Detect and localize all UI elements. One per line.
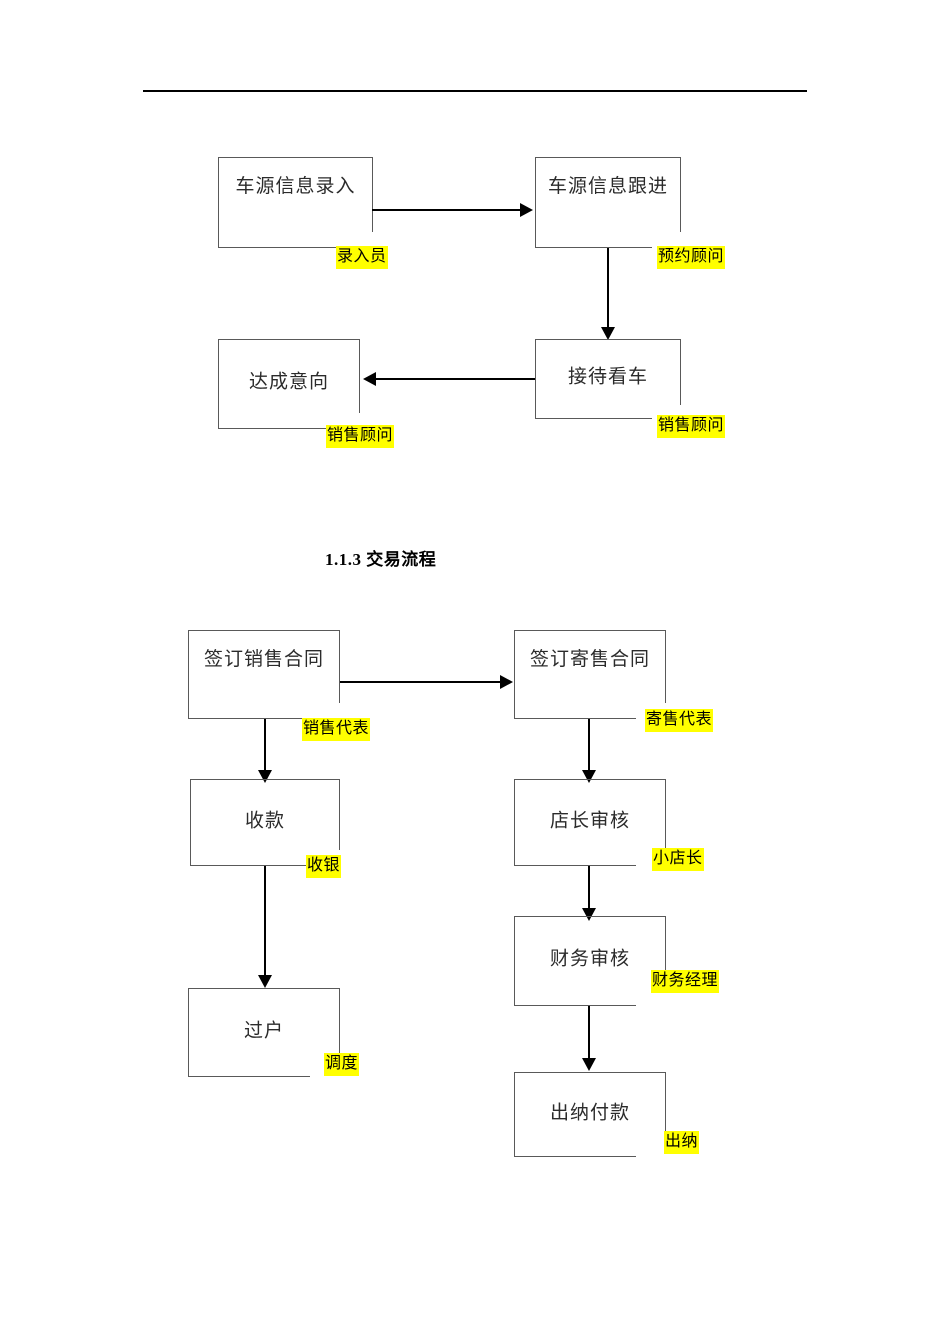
connector-consignment-to-store-review	[588, 719, 590, 777]
role-tag-store-manager-review: 小店长	[652, 848, 704, 871]
box-edge-right	[371, 157, 373, 232]
box-edge-left	[535, 339, 537, 419]
arrowhead-followup-to-reception	[601, 327, 615, 340]
role-tag-reach-intent: 销售顾问	[326, 425, 395, 448]
arrowhead-payment-to-transfer	[258, 975, 272, 988]
connector-entry-to-followup	[372, 209, 522, 211]
flow-box-store-manager-review[interactable]: 店长审核	[514, 779, 666, 866]
connector-sales-contract-to-payment	[264, 719, 266, 777]
flow-box-label: 车源信息跟进	[547, 176, 668, 197]
box-edge-left	[514, 779, 516, 866]
box-edge-top	[218, 157, 373, 159]
connector-sales-to-consignment	[340, 681, 503, 683]
box-edge-left	[514, 916, 516, 1006]
box-edge-bottom	[514, 864, 636, 866]
flow-box-reception-viewing[interactable]: 接待看车	[535, 339, 681, 419]
box-edge-right	[664, 779, 666, 851]
box-edge-left	[218, 157, 220, 248]
flow-box-reach-intent[interactable]: 达成意向	[218, 339, 360, 429]
flow-box-label: 达成意向	[248, 371, 329, 393]
flow-box-vehicle-info-entry[interactable]: 车源信息录入	[218, 157, 373, 248]
arrowhead-entry-to-followup	[520, 203, 533, 217]
flow-box-label: 过户	[243, 1020, 284, 1042]
role-tag-sign-sales-contract: 销售代表	[302, 718, 371, 741]
box-edge-bottom	[535, 417, 652, 419]
box-edge-right	[338, 630, 340, 703]
box-edge-top	[535, 339, 681, 341]
box-edge-right	[664, 916, 666, 990]
connector-payment-to-transfer	[264, 866, 266, 981]
flow-box-sign-consignment-contract[interactable]: 签订寄售合同	[514, 630, 666, 719]
role-tag-sign-consignment-contract: 寄售代表	[645, 709, 714, 732]
flow-box-finance-review[interactable]: 财务审核	[514, 916, 666, 1006]
box-edge-bottom	[190, 864, 310, 866]
connector-finance-review-to-cashier-payment	[588, 1006, 590, 1066]
box-edge-left	[188, 988, 190, 1077]
box-edge-right	[679, 157, 681, 232]
role-tag-ownership-transfer: 调度	[324, 1053, 360, 1076]
role-tag-vehicle-info-followup: 预约顾问	[657, 246, 726, 269]
flow-box-label: 接待看车	[567, 366, 648, 388]
box-edge-right	[664, 630, 666, 703]
box-edge-bottom	[188, 1075, 310, 1077]
box-edge-left	[514, 1072, 516, 1157]
flow-box-collect-payment[interactable]: 收款	[190, 779, 340, 866]
box-edge-top	[535, 157, 681, 159]
box-edge-left	[188, 630, 190, 719]
box-edge-top	[218, 339, 360, 341]
arrowhead-reception-to-intent	[363, 372, 376, 386]
box-edge-bottom	[514, 717, 636, 719]
connector-followup-to-reception	[607, 248, 609, 333]
flow-box-label: 签订寄售合同	[529, 649, 650, 670]
box-edge-right	[664, 1072, 666, 1142]
box-edge-right	[358, 339, 360, 413]
box-edge-bottom	[218, 246, 342, 248]
box-edge-top	[188, 630, 340, 632]
box-edge-left	[535, 157, 537, 248]
role-tag-collect-payment: 收银	[306, 855, 342, 878]
header-horizontal-rule	[143, 90, 807, 92]
connector-store-review-to-finance-review	[588, 866, 590, 916]
flow-box-label: 出纳付款	[549, 1102, 630, 1124]
box-edge-right	[338, 988, 340, 1061]
arrowhead-finance-review-to-cashier-payment	[582, 1058, 596, 1071]
flow-box-label: 车源信息录入	[235, 176, 356, 197]
box-edge-top	[514, 630, 666, 632]
box-edge-top	[188, 988, 340, 990]
arrowhead-store-review-to-finance-review	[582, 908, 596, 921]
flow-box-label: 财务审核	[549, 948, 630, 970]
box-edge-top	[514, 1072, 666, 1074]
arrowhead-sales-to-consignment	[500, 675, 513, 689]
box-edge-bottom	[188, 717, 310, 719]
flow-box-cashier-payment[interactable]: 出纳付款	[514, 1072, 666, 1157]
box-edge-bottom	[535, 246, 652, 248]
flow-box-label: 店长审核	[549, 810, 630, 832]
box-edge-left	[514, 630, 516, 719]
flow-box-label: 签订销售合同	[203, 649, 324, 670]
flow-box-vehicle-info-followup[interactable]: 车源信息跟进	[535, 157, 681, 248]
box-edge-right	[679, 339, 681, 405]
box-edge-top	[514, 916, 666, 918]
section-heading-transaction-flow: 1.1.3 交易流程	[325, 550, 437, 569]
flow-box-ownership-transfer[interactable]: 过户	[188, 988, 340, 1077]
role-tag-finance-review: 财务经理	[651, 970, 720, 993]
flow-box-label: 收款	[244, 810, 285, 832]
box-edge-left	[218, 339, 220, 429]
role-tag-vehicle-info-entry: 录入员	[336, 246, 388, 269]
box-edge-bottom	[514, 1004, 636, 1006]
role-tag-cashier-payment: 出纳	[664, 1131, 700, 1154]
flow-box-sign-sales-contract[interactable]: 签订销售合同	[188, 630, 340, 719]
box-edge-right	[338, 779, 340, 851]
box-edge-left	[190, 779, 192, 866]
role-tag-reception-viewing: 销售顾问	[657, 415, 726, 438]
box-edge-bottom	[514, 1155, 636, 1157]
box-edge-top	[190, 779, 340, 781]
box-edge-top	[514, 779, 666, 781]
box-edge-bottom	[218, 427, 332, 429]
connector-reception-to-intent	[375, 378, 535, 380]
